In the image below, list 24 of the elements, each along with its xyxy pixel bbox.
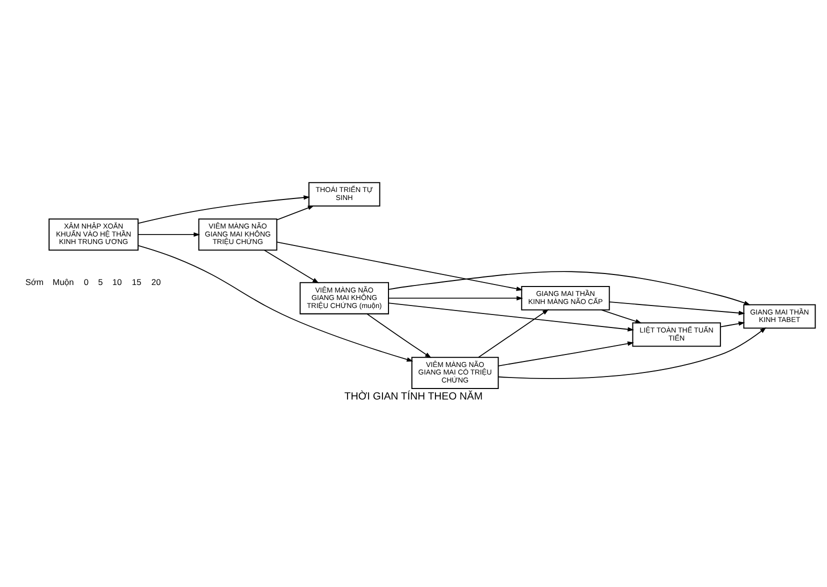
caption: THỜI GIAN TÍNH THEO NĂM — [344, 390, 483, 402]
label: 15 — [132, 276, 142, 286]
arrow — [601, 308, 642, 323]
label: 10 — [112, 276, 122, 286]
arrow — [264, 249, 319, 283]
label: Sớm — [25, 276, 44, 286]
label: 5 — [98, 276, 103, 286]
arrow — [138, 244, 414, 362]
arrow — [498, 326, 766, 378]
arrow — [388, 295, 523, 300]
label: 0 — [84, 276, 89, 286]
label: Muộn — [52, 276, 74, 286]
arrow — [138, 232, 200, 236]
arrow — [276, 205, 314, 220]
arrow — [388, 302, 634, 332]
label: 20 — [151, 276, 161, 286]
arrow — [609, 300, 746, 315]
arrow — [478, 308, 549, 358]
arrow — [138, 194, 310, 224]
arrow — [388, 270, 750, 305]
arrow — [498, 340, 634, 366]
arrow — [366, 313, 432, 358]
arrow — [276, 241, 523, 290]
arrow — [720, 320, 745, 327]
